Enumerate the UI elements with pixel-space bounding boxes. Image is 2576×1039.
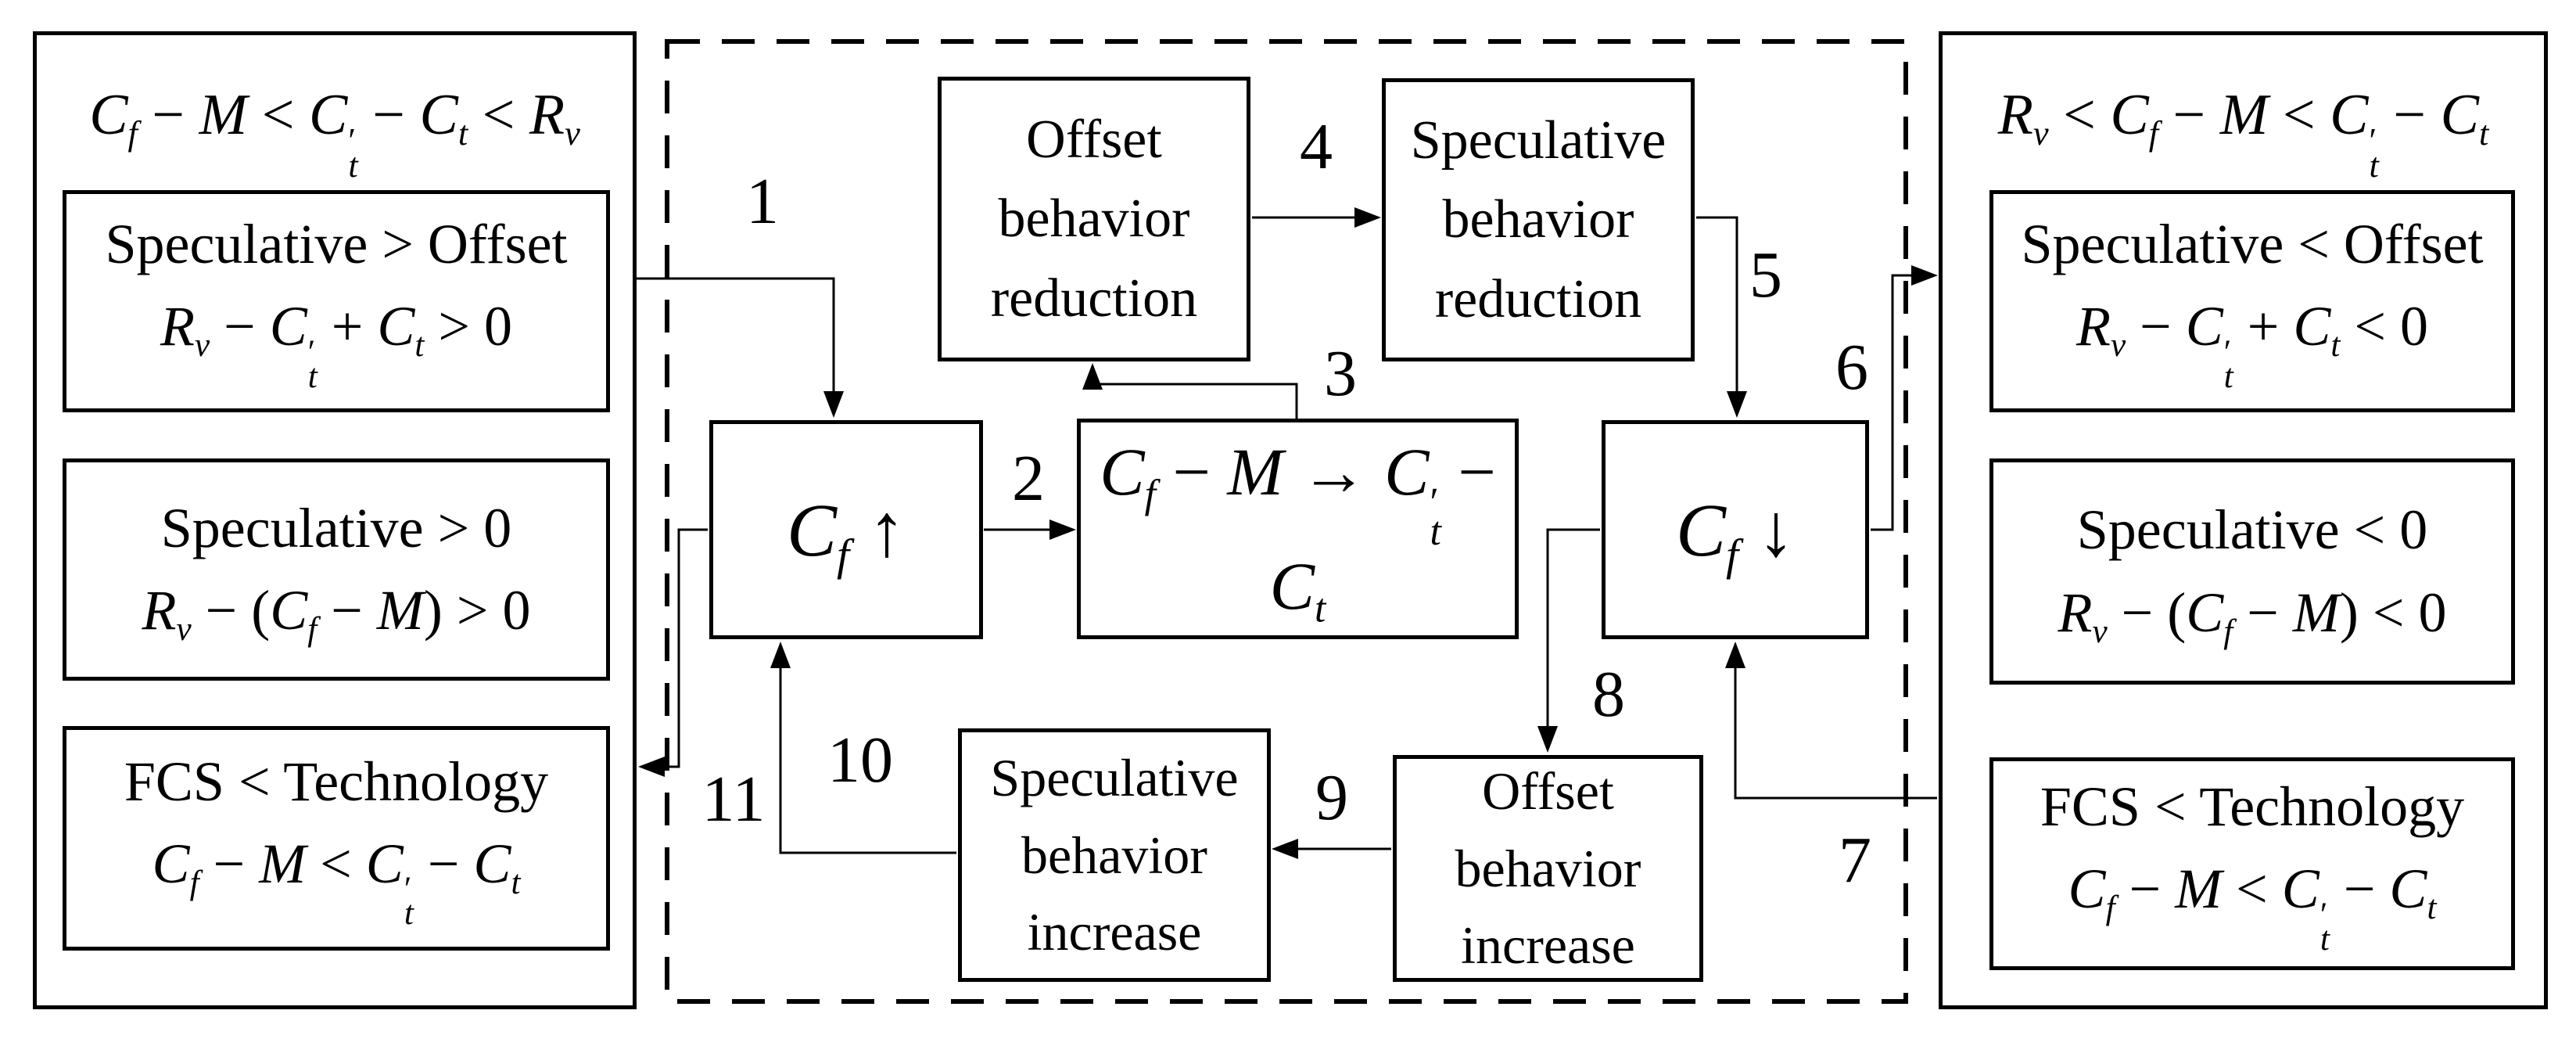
arrow-6-line (1871, 265, 1938, 531)
cf-decrease-equation: Cf ↓ (1675, 487, 1796, 580)
right-box1-line1: Speculative < Offset (2021, 213, 2484, 276)
left-condition-box-3: FCS < Technology Cf − M < C′t − Ct (63, 726, 610, 951)
right-box3-equation: Cf − M < C′t − Ct (2068, 857, 2437, 958)
arrow-label-9: 9 (1311, 765, 1353, 831)
right-panel-title-equation: Rv < Cf − M < C′t − Ct (1997, 83, 2489, 185)
arrow-label-6: 6 (1831, 335, 1873, 401)
arrow-11-line (638, 528, 708, 777)
speculative-behavior-reduction-label: Speculative behavior reduction (1410, 110, 1667, 329)
left-box2-line1: Speculative > 0 (160, 496, 512, 559)
left-condition-panel: Cf − M < C′t − Ct < Rv Speculative > Off… (33, 31, 637, 1009)
cf-increase-equation: Cf ↑ (786, 487, 906, 580)
transition-equation: Cf − M → C′t − Ct (1100, 434, 1496, 631)
left-panel-title-equation: Cf − M < C′t − Ct < Rv (89, 83, 580, 185)
arrow-label-3: 3 (1319, 341, 1362, 407)
right-box2-line1: Speculative < 0 (2076, 498, 2428, 562)
left-box3-line1: FCS < Technology (124, 750, 549, 813)
left-condition-box-1: Speculative > Offset Rv − C′t + Ct > 0 (63, 190, 610, 412)
speculative-behavior-increase-box: Speculative behavior increase (958, 728, 1271, 982)
offset-behavior-increase-label: Offset behavior increase (1455, 761, 1641, 976)
arrow-7-line (1725, 642, 1937, 800)
arrow-label-5: 5 (1745, 243, 1787, 308)
left-box1-line1: Speculative > Offset (105, 213, 568, 276)
offset-behavior-reduction-label: Offset behavior reduction (990, 109, 1198, 329)
speculative-behavior-increase-label: Speculative behavior increase (990, 748, 1239, 962)
offset-behavior-reduction-box: Offset behavior reduction (938, 77, 1250, 361)
arrow-label-4: 4 (1295, 114, 1337, 180)
left-box3-equation: Cf − M < C′t − Ct (152, 832, 521, 933)
right-condition-box-3: FCS < Technology Cf − M < C′t − Ct (1989, 757, 2515, 970)
transition-equation-box: Cf − M → C′t − Ct (1077, 419, 1519, 639)
offset-behavior-increase-box: Offset behavior increase (1393, 755, 1703, 982)
cf-increase-box: Cf ↑ (709, 420, 983, 639)
right-condition-box-1: Speculative < Offset Rv − C′t + Ct < 0 (1989, 190, 2515, 412)
right-condition-box-2: Speculative < 0 Rv − (Cf − M) < 0 (1989, 458, 2515, 685)
cf-decrease-box: Cf ↓ (1602, 420, 1869, 639)
arrow-label-10: 10 (823, 728, 898, 793)
arrow-label-7: 7 (1834, 828, 1876, 893)
left-condition-box-2: Speculative > 0 Rv − (Cf − M) > 0 (63, 458, 610, 681)
arrow-label-2: 2 (1007, 446, 1049, 512)
right-condition-panel: Rv < Cf − M < C′t − Ct Speculative < Off… (1939, 31, 2548, 1009)
right-box3-line1: FCS < Technology (2040, 775, 2465, 839)
arrow-3-line (1082, 363, 1298, 419)
arrow-label-1: 1 (741, 169, 784, 235)
left-box1-equation: Rv − C′t + Ct > 0 (160, 295, 513, 395)
right-box1-equation: Rv − C′t + Ct < 0 (2076, 295, 2429, 395)
arrow-label-11: 11 (697, 767, 770, 832)
left-box2-equation: Rv − (Cf − M) > 0 (142, 579, 531, 648)
speculative-behavior-reduction-box: Speculative behavior reduction (1382, 78, 1695, 361)
arrow-label-8: 8 (1588, 662, 1630, 728)
arrow-1-line (637, 277, 844, 418)
arrow-5-line (1696, 216, 1747, 418)
right-box2-equation: Rv − (Cf − M) < 0 (2058, 581, 2447, 650)
